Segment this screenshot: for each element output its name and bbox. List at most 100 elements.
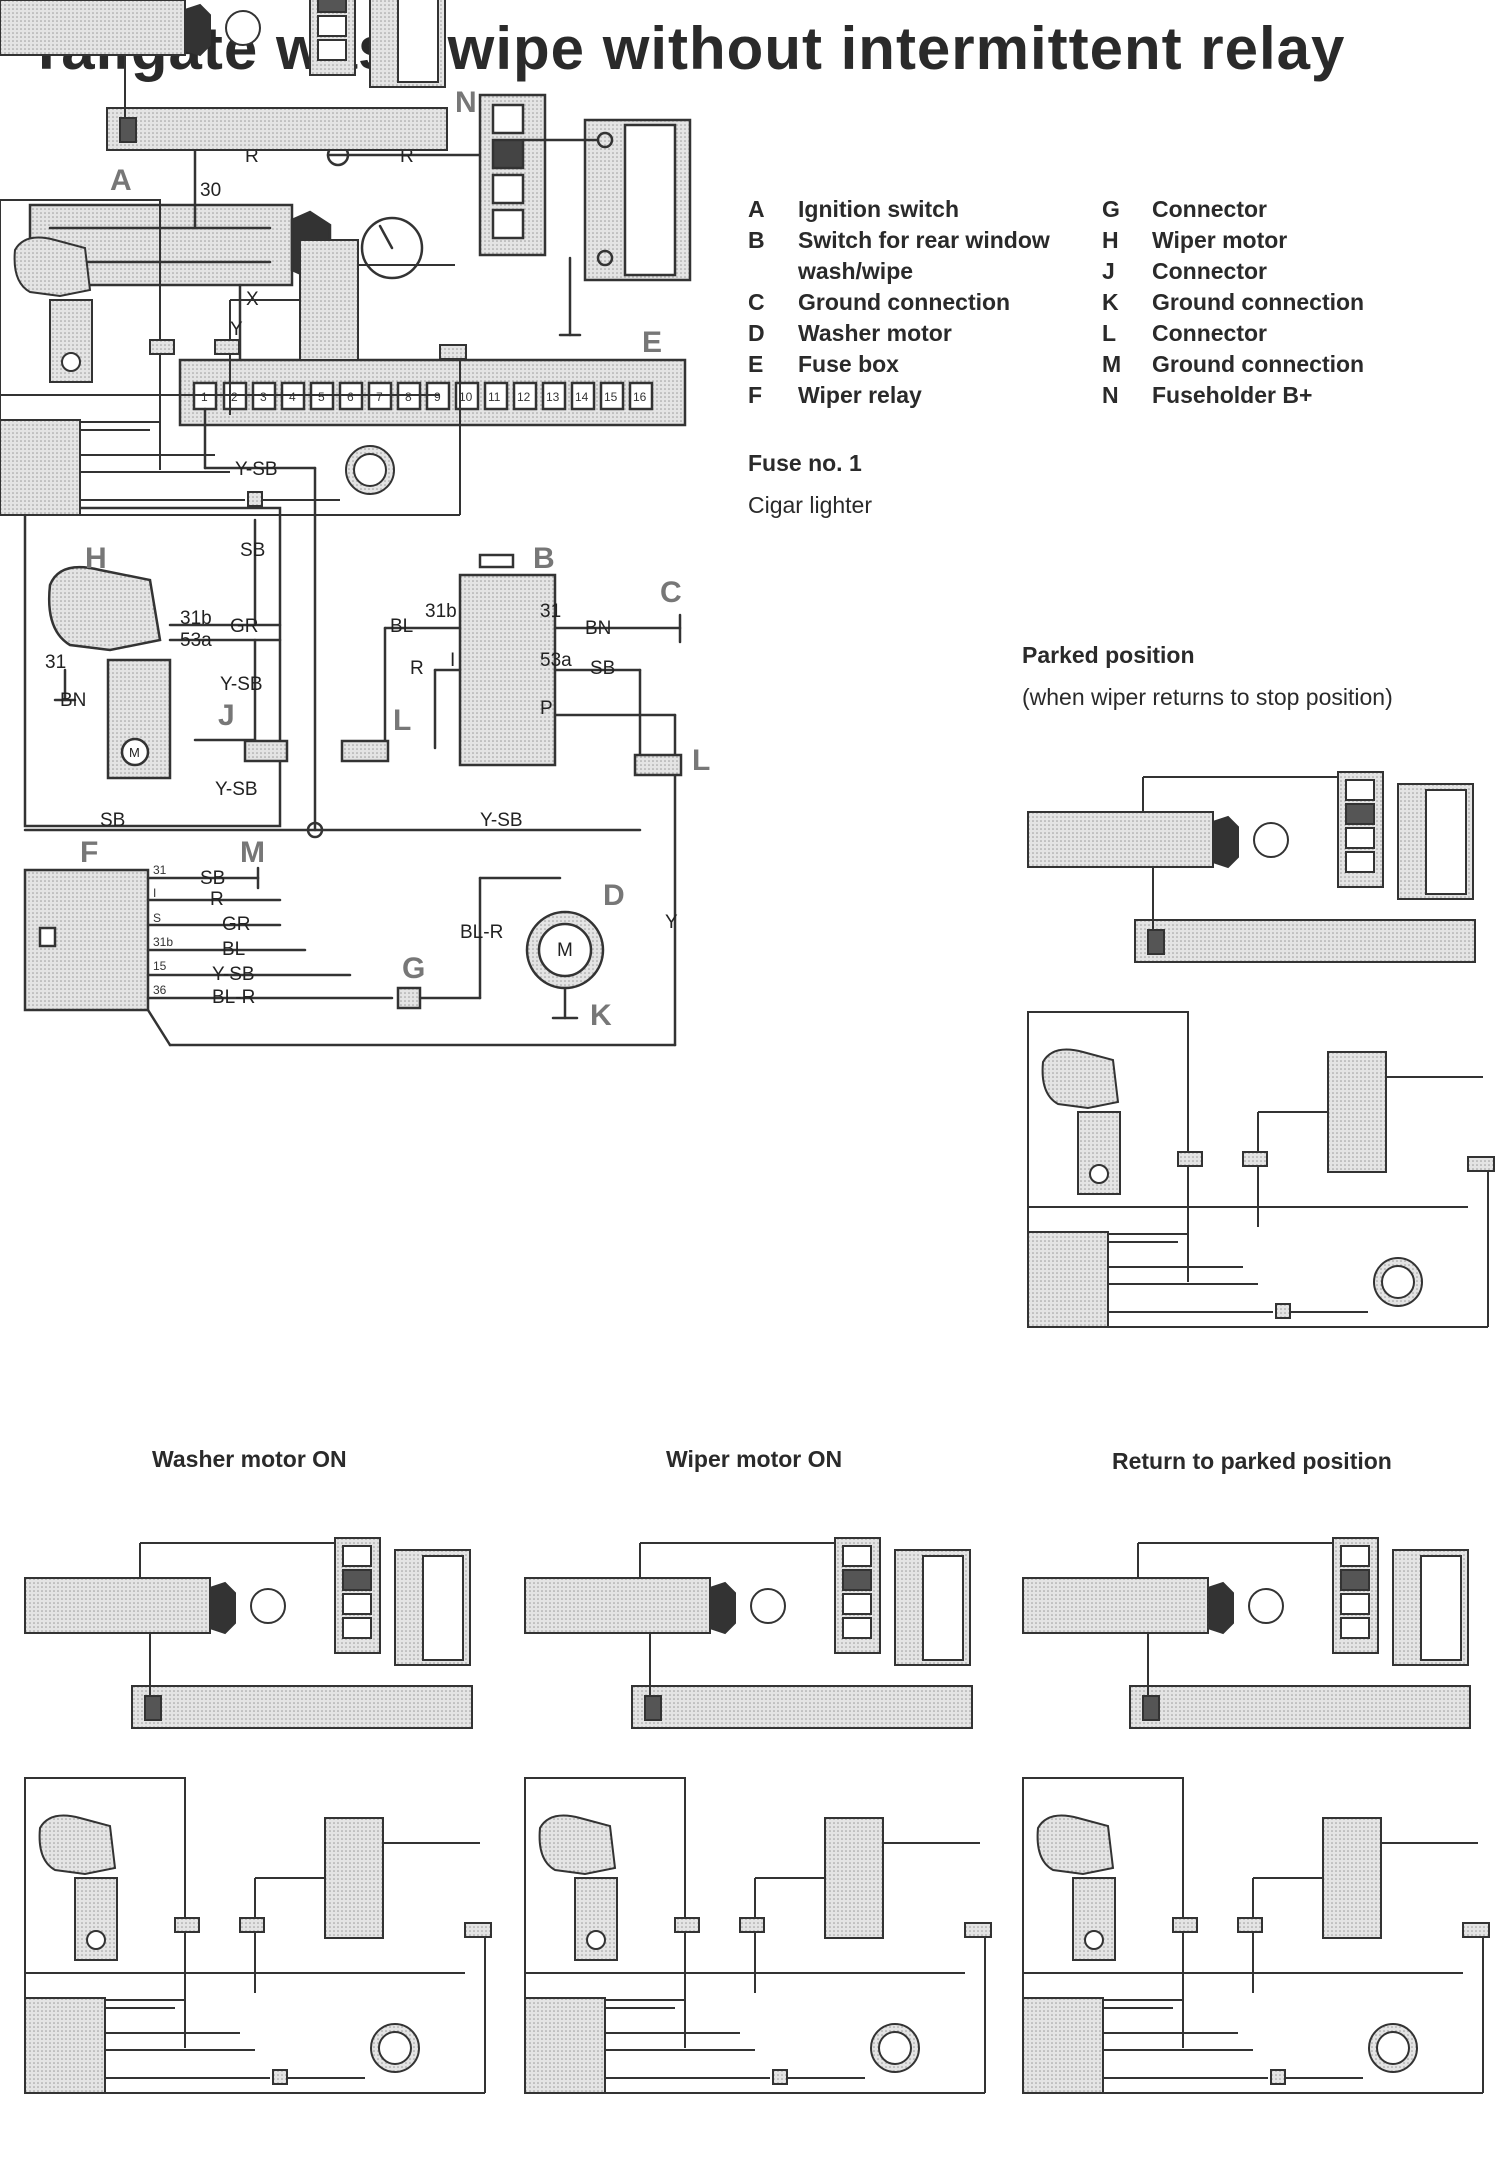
legend-key: A [748,196,765,222]
wire-ysb-mid: Y-SB [480,810,523,831]
wiper-on-title: Wiper motor ON [666,1446,843,1472]
wire-r1: R [245,146,259,167]
wire-ysb-f: Y-SB [212,964,255,985]
wiper-relay-body [23,868,150,1012]
fuse-num: 6 [347,390,354,404]
washer-on-title: Washer motor ON [152,1446,347,1472]
fuse-num: 1 [201,390,208,404]
label-f: F [80,836,98,869]
terminal-31-b: 31 [540,601,561,622]
terminal-31-f: 31 [153,863,167,877]
washer-motor-symbol: M [557,940,573,961]
label-l2: L [692,744,710,777]
fuse-num: 4 [289,390,296,404]
legend-key: G [1102,196,1120,222]
terminal-36-f: 36 [153,983,167,997]
connector-j [243,739,289,763]
return-parked-diagram [1022,1537,1490,2094]
wiper-motor-m [120,737,150,767]
washer-motor-on-diagram [24,1537,492,2094]
terminal-31b-b: 31b [425,601,457,622]
fuse-num: 10 [459,390,473,404]
wire-y: Y [230,319,243,340]
label-m: M [240,836,265,869]
legend-value: Wiper motor [1152,227,1288,253]
parked-title: Parked position [1022,642,1195,668]
label-k: K [590,999,612,1032]
fuse-number-title: Fuse no. 1 [748,450,862,476]
terminal-i-f: I [153,886,156,900]
label-h: H [85,542,107,575]
wire-r-f: R [210,889,224,910]
legend-key: J [1102,258,1115,284]
fuse-num: 12 [517,390,531,404]
wire-bn-b: BN [585,618,611,639]
wire-ysb-j: Y-SB [215,779,258,800]
connector-l1 [340,739,390,763]
fuse-num: 8 [405,390,412,404]
terminal-i-b: I [450,650,455,671]
fuse-num: 15 [604,390,618,404]
wire-gr-h: GR [230,616,259,637]
wire-bl-b: BL [390,616,413,637]
fuse-num: 7 [376,390,383,404]
legend-value: Ignition switch [798,196,959,222]
label-l1: L [393,704,411,737]
state-diagram-thumbnail [0,0,467,516]
fuse-num: 2 [231,390,238,404]
legend-value: Connector [1152,196,1267,222]
wire-blr-d: BL-R [460,922,503,943]
legend-value: Washer motor [798,320,952,346]
wire-sb-b: SB [590,658,615,679]
terminal-31b-h: 31b [180,608,212,629]
fuse-slot-numbers: 1 2 3 4 5 6 7 8 9 10 11 12 13 14 15 16 [201,390,647,404]
legend-value: Connector [1152,258,1267,284]
wire-bl-f: BL [222,939,245,960]
wiper-motor-frame [23,506,282,828]
label-j: J [218,699,235,732]
wire-r2: R [400,146,414,167]
fuse-num: 5 [318,390,325,404]
legend-value: Connector [1152,320,1267,346]
wire-blr-f: BL-R [212,987,255,1008]
terminal-31-h: 31 [45,652,66,673]
legend-value: Ground connection [1152,351,1365,377]
legend-key: K [1102,289,1119,315]
return-parked-title: Return to parked position [1112,1448,1392,1474]
label-a: A [110,164,132,197]
wiper-motor-symbol: M [129,745,140,760]
terminal-s-f: S [153,911,161,925]
legend-key: C [748,289,765,315]
terminal-15-f: 15 [153,959,167,973]
wire-sb-bottom: SB [100,810,125,831]
fuse-num: 16 [633,390,647,404]
wire-gr-f: GR [222,914,251,935]
legend-value: Wiper relay [798,382,922,408]
legend-key: M [1102,351,1122,377]
fuse-num: 3 [260,390,267,404]
connector-g [396,986,422,1010]
legend-value-cont: wash/wipe [798,258,914,284]
wire-sb-f: SB [200,868,225,889]
legend-key: N [1102,382,1119,408]
fuse-num: 9 [434,390,441,404]
label-e: E [642,326,662,359]
wire-splice [306,821,324,839]
wire-bn-h: BN [60,690,86,711]
fuse-num: 13 [546,390,560,404]
wiper-motor-on-diagram [524,1537,992,2094]
parked-position-diagram [1027,771,1495,1328]
wire-ysb-h: Y-SB [220,674,263,695]
wire-sb-h: SB [240,540,265,561]
fuse-num: 14 [575,390,589,404]
wire-r-b: R [410,658,424,679]
terminal-53a-h: 53a [180,630,212,651]
wire-ysb-top: Y-SB [235,459,278,480]
terminal-31b-f: 31b [153,935,173,949]
fuse-num: 11 [488,390,501,404]
fuse-description: Cigar lighter [748,492,872,518]
legend-key: E [748,351,764,377]
label-n: N [455,86,477,119]
